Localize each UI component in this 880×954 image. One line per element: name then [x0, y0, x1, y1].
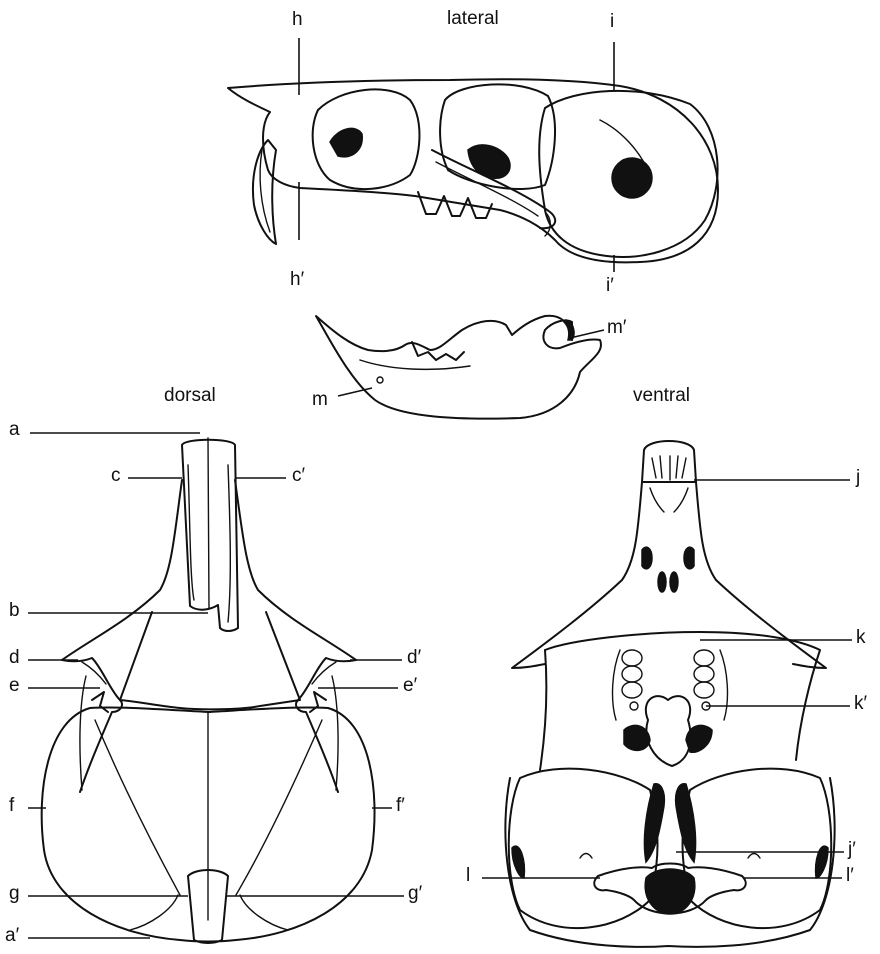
- view-title-ventral: ventral: [633, 386, 690, 405]
- label-l-prime: l′: [846, 866, 854, 885]
- ventral-skull-drawing: [505, 441, 834, 947]
- label-j: j: [856, 468, 860, 487]
- label-c: c: [111, 466, 121, 485]
- right-molar-row: [694, 650, 714, 710]
- label-j-prime: j′: [848, 840, 856, 859]
- view-title-dorsal: dorsal: [164, 386, 216, 405]
- label-e: e: [9, 676, 20, 695]
- label-d: d: [9, 648, 20, 667]
- left-molar-row: [622, 650, 642, 710]
- label-b: b: [9, 601, 20, 620]
- label-l: l: [466, 866, 470, 885]
- label-c-prime: c′: [292, 466, 305, 485]
- lateral-skull-drawing: [228, 79, 718, 262]
- label-i: i: [610, 12, 614, 31]
- label-h-prime: h′: [290, 270, 304, 289]
- label-k-prime: k′: [854, 694, 867, 713]
- label-h: h: [292, 10, 303, 29]
- label-m: m: [312, 390, 328, 409]
- dorsal-skull-drawing: [42, 438, 375, 943]
- leader-m-prime: [570, 330, 604, 338]
- label-g: g: [9, 884, 20, 903]
- label-m-prime: m′: [607, 318, 626, 337]
- mandible-drawing: [316, 316, 601, 419]
- label-k: k: [856, 628, 866, 647]
- label-g-prime: g′: [408, 884, 422, 903]
- view-title-lateral: lateral: [447, 9, 499, 28]
- label-d-prime: d′: [407, 648, 421, 667]
- label-i-prime: i′: [606, 276, 614, 295]
- label-a: a: [9, 420, 20, 439]
- label-f: f: [9, 796, 14, 815]
- label-a-prime: a′: [5, 926, 19, 945]
- label-e-prime: e′: [403, 676, 417, 695]
- label-f-prime: f′: [396, 796, 405, 815]
